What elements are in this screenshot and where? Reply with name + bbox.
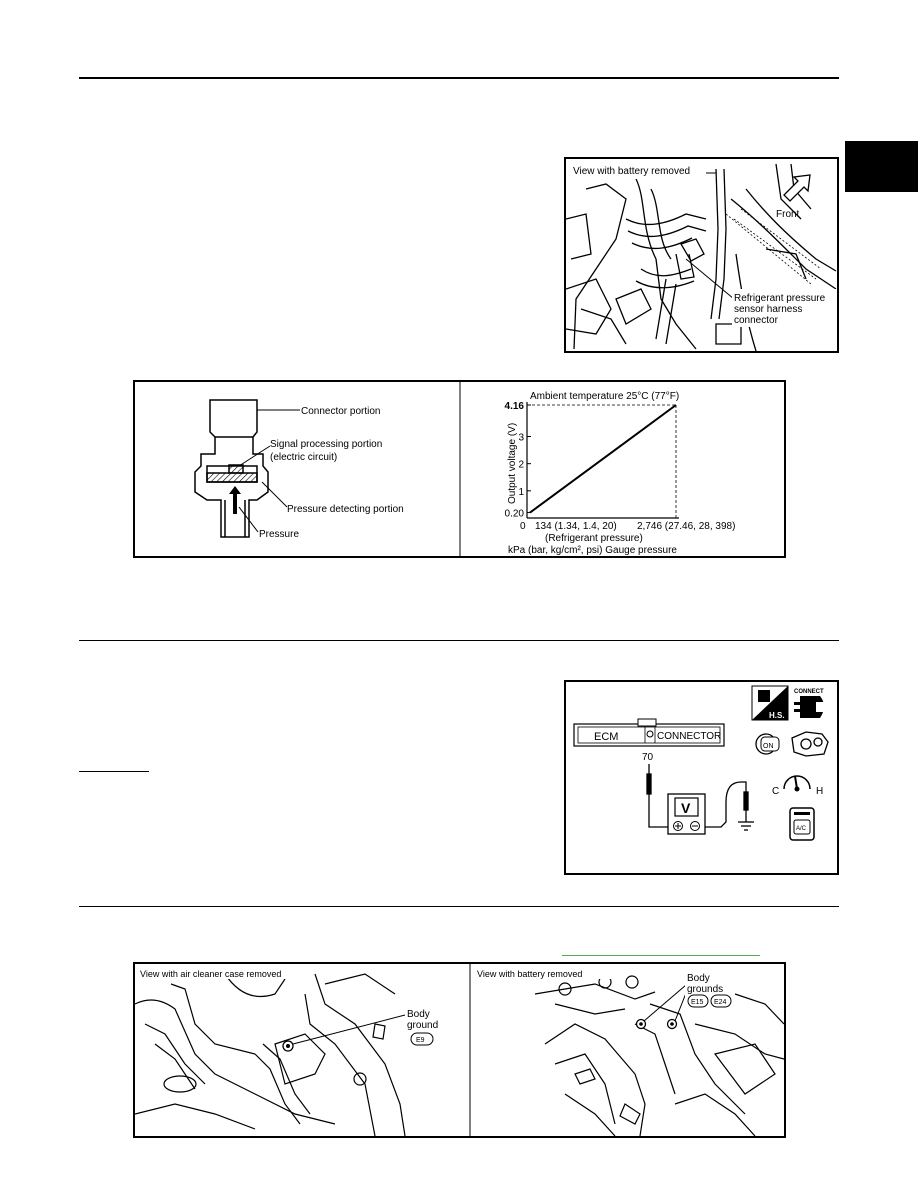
graph-xlabel-1: (Refrigerant pressure)	[545, 533, 643, 544]
y-tick-label: 1	[518, 487, 524, 498]
graph-data-line	[529, 404, 677, 514]
y-tick-label: 2	[518, 460, 524, 471]
hs-icon: H.S.	[751, 685, 789, 721]
graph-title: Ambient temperature 25°C (77°F)	[530, 391, 679, 402]
voltmeter-icon: V	[667, 793, 706, 835]
ecm-connector: ECM CONNECTOR	[573, 718, 725, 747]
front-arrow-icon	[783, 174, 811, 202]
ac-label: A/C	[796, 826, 807, 832]
connector-label: CONNECTOR	[657, 731, 721, 742]
graph-ylabel: Output voltage (V)	[507, 423, 518, 504]
left-ground-code: E9	[416, 1037, 425, 1044]
top-rule	[79, 77, 839, 79]
hs-label: H.S.	[769, 711, 785, 720]
gauge-c-label: C	[772, 786, 779, 797]
right-ground-label-1: Body	[687, 973, 710, 984]
ecm-label: ECM	[594, 731, 618, 743]
figure-sensor-characteristics: Connector portion Signal processing port…	[133, 380, 786, 558]
left-ground-label-1: Body	[407, 1009, 430, 1020]
x-tick-zero: 0	[520, 521, 526, 532]
y-tick-label: 0.20	[505, 509, 525, 520]
detecting-portion-label: Pressure detecting portion	[287, 504, 404, 515]
on-label: ON	[763, 743, 774, 750]
right-ground-code-2: E24	[714, 999, 727, 1006]
ignition-on-icon: ON	[755, 733, 780, 755]
left-caption: View with air cleaner case removed	[140, 969, 281, 979]
pin-number: 70	[642, 752, 654, 763]
left-ground-label-2: ground	[407, 1020, 438, 1031]
pressure-label: Pressure	[259, 529, 299, 540]
ecm-measurement-diagram: ECM CONNECTOR 70 V	[573, 685, 829, 841]
connector-label-line2: sensor harness	[734, 304, 802, 315]
figure1-caption: View with battery removed	[573, 166, 690, 177]
body-ground-illustrations: View with air cleaner case removed Body …	[135, 964, 784, 1136]
section-rule-2	[79, 906, 839, 907]
engine-icon	[791, 731, 829, 757]
figure-ecm-measurement: ECM CONNECTOR 70 V	[564, 680, 839, 875]
connector-portion-label: Connector portion	[301, 406, 381, 417]
figure-sensor-location: View with battery removed Front Refriger…	[564, 157, 839, 353]
y-tick-label: 3	[518, 433, 524, 444]
x-tick-high: 2,746 (27.46, 28, 398)	[637, 521, 735, 532]
section-index-tab[interactable]	[845, 141, 918, 192]
connect-icon: CONNECT	[794, 689, 826, 718]
connector-label-line3: connector	[734, 315, 779, 326]
right-panel-drawing	[534, 975, 784, 1136]
connector-label-line1: Refrigerant pressure	[734, 293, 826, 304]
signal-portion-label-1: Signal processing portion	[270, 439, 382, 450]
signal-portion-label-2: (electric circuit)	[270, 452, 337, 463]
left-ground-bolt-icon	[282, 1040, 294, 1052]
ac-switch-icon: A/C	[789, 807, 815, 841]
sensor-and-graph: Connector portion Signal processing port…	[194, 382, 736, 556]
pressure-arrow-icon	[229, 486, 241, 514]
pressure-sensor-drawing	[194, 399, 269, 538]
right-ground-code-1: E15	[691, 999, 704, 1006]
temperature-gauge-icon: C H	[772, 775, 823, 797]
underlined-heading	[79, 758, 149, 772]
front-label: Front	[776, 209, 800, 220]
figure-body-grounds: View with air cleaner case removed Body …	[133, 962, 786, 1138]
right-ground-label-2: grounds	[687, 984, 723, 995]
left-ground-code-badge	[410, 1032, 434, 1046]
right-ground-code-badge-2	[710, 994, 732, 1008]
connect-label: CONNECT	[794, 689, 824, 695]
gauge-h-label: H	[816, 786, 823, 797]
left-panel-drawing	[135, 973, 406, 1136]
right-ground-bolt-icon-1	[635, 1018, 647, 1030]
right-caption: View with battery removed	[477, 969, 582, 979]
y-tick-label: 4.16	[505, 401, 525, 412]
reference-link[interactable]	[562, 955, 760, 956]
x-tick-low: 134 (1.34, 1.4, 20)	[535, 521, 617, 532]
right-ground-code-badge-1	[687, 994, 709, 1008]
engine-bay-illustration: View with battery removed Front Refriger…	[566, 162, 837, 351]
meter-label: V	[681, 800, 691, 816]
right-ground-bolt-icon-2	[666, 1018, 678, 1030]
graph-xlabel-2: kPa (bar, kg/cm², psi) Gauge pressure	[508, 545, 677, 556]
voltage-graph: Ambient temperature 25°C (77°F) Output v…	[505, 391, 736, 556]
section-rule-1	[79, 640, 839, 641]
